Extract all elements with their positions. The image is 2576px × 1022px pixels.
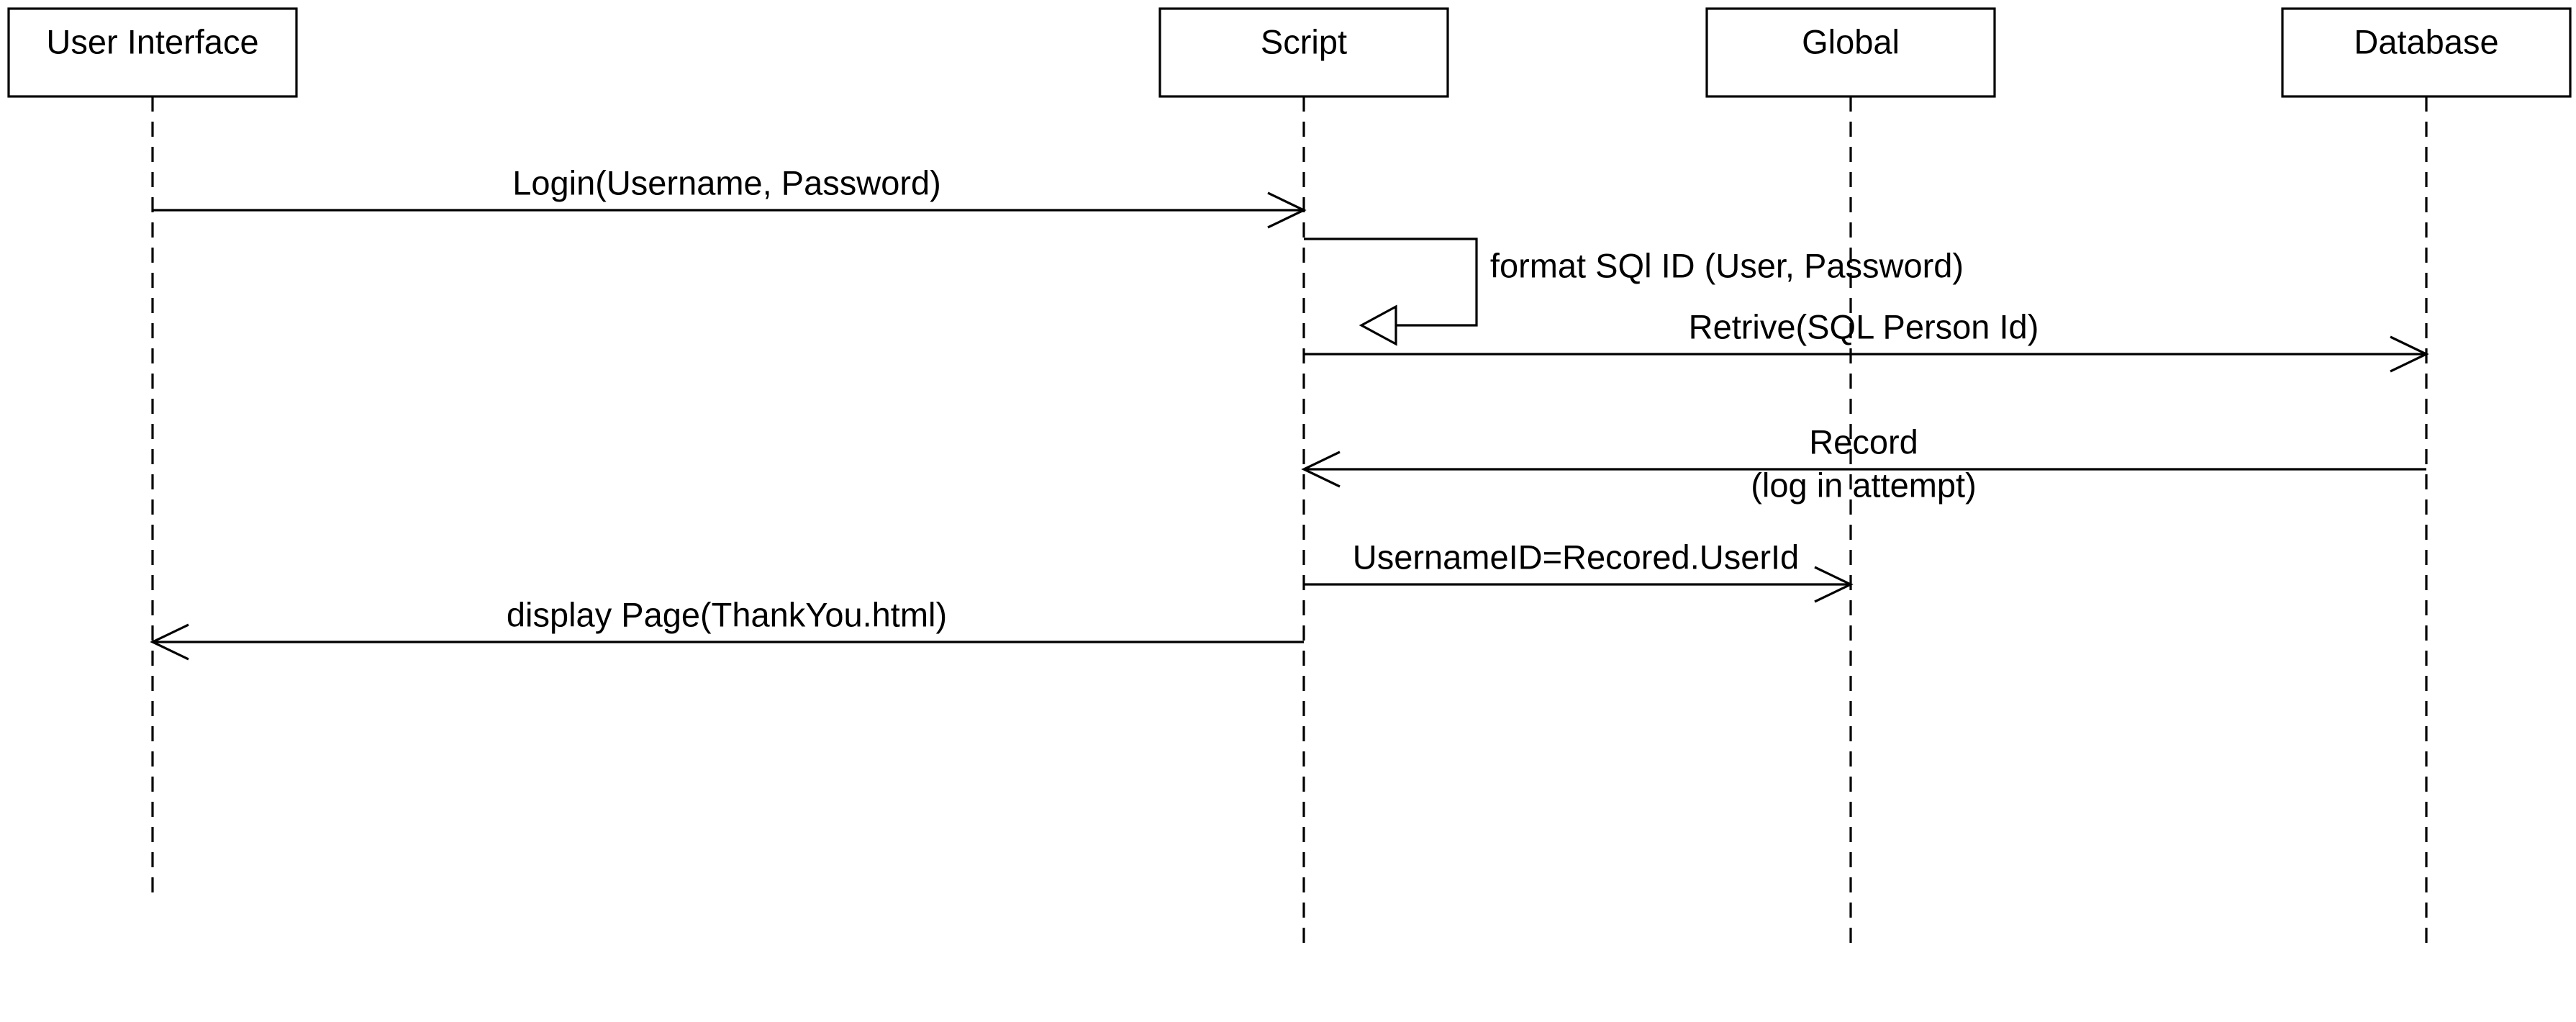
participant-label: Script (1261, 22, 1347, 60)
open-arrowhead-icon (150, 623, 189, 661)
message-login: Login(Username, Password) (153, 163, 1307, 229)
message-retrive: Retrive(SQL Person Id) (1304, 307, 2429, 373)
participant-database: Database (2281, 7, 2572, 98)
participant-box (2281, 7, 2572, 98)
message-label: Login(Username, Password) (512, 163, 941, 202)
message-label: format SQl ID (User, Password) (1490, 246, 1964, 284)
message-label: Retrive(SQL Person Id) (1689, 307, 2039, 345)
open-arrowhead-icon (2390, 335, 2429, 373)
lifelines (151, 96, 2428, 946)
message-display-page: display Page(ThankYou.html) (150, 595, 1304, 661)
open-arrowhead-icon (1814, 566, 1854, 603)
message-label-line2: (log in attempt) (1751, 466, 1976, 504)
message-format-sql: format SQl ID (User, Password) (1304, 238, 1964, 346)
open-arrowhead-icon (1301, 451, 1341, 488)
message-label: UsernameID=Recored.UserId (1353, 538, 1799, 576)
participant-label: Global (1802, 22, 1900, 60)
message-record: Record (log in attempt) (1301, 422, 2426, 504)
self-call-loop (1304, 238, 1478, 327)
hollow-arrowhead-icon (1359, 304, 1397, 346)
participant-box (1158, 7, 1449, 98)
participant-global: Global (1705, 7, 1996, 98)
participant-script: Script (1158, 7, 1449, 98)
message-label-line1: Record (1809, 422, 1918, 461)
participant-label: User Interface (46, 22, 258, 60)
participant-label: Database (2354, 22, 2498, 60)
message-username-id: UsernameID=Recored.UserId (1304, 538, 1854, 603)
participant-user-interface: User Interface (7, 7, 298, 98)
participant-box (7, 7, 298, 98)
message-label: display Page(ThankYou.html) (507, 595, 947, 633)
open-arrowhead-icon (1267, 191, 1307, 229)
participant-box (1705, 7, 1996, 98)
